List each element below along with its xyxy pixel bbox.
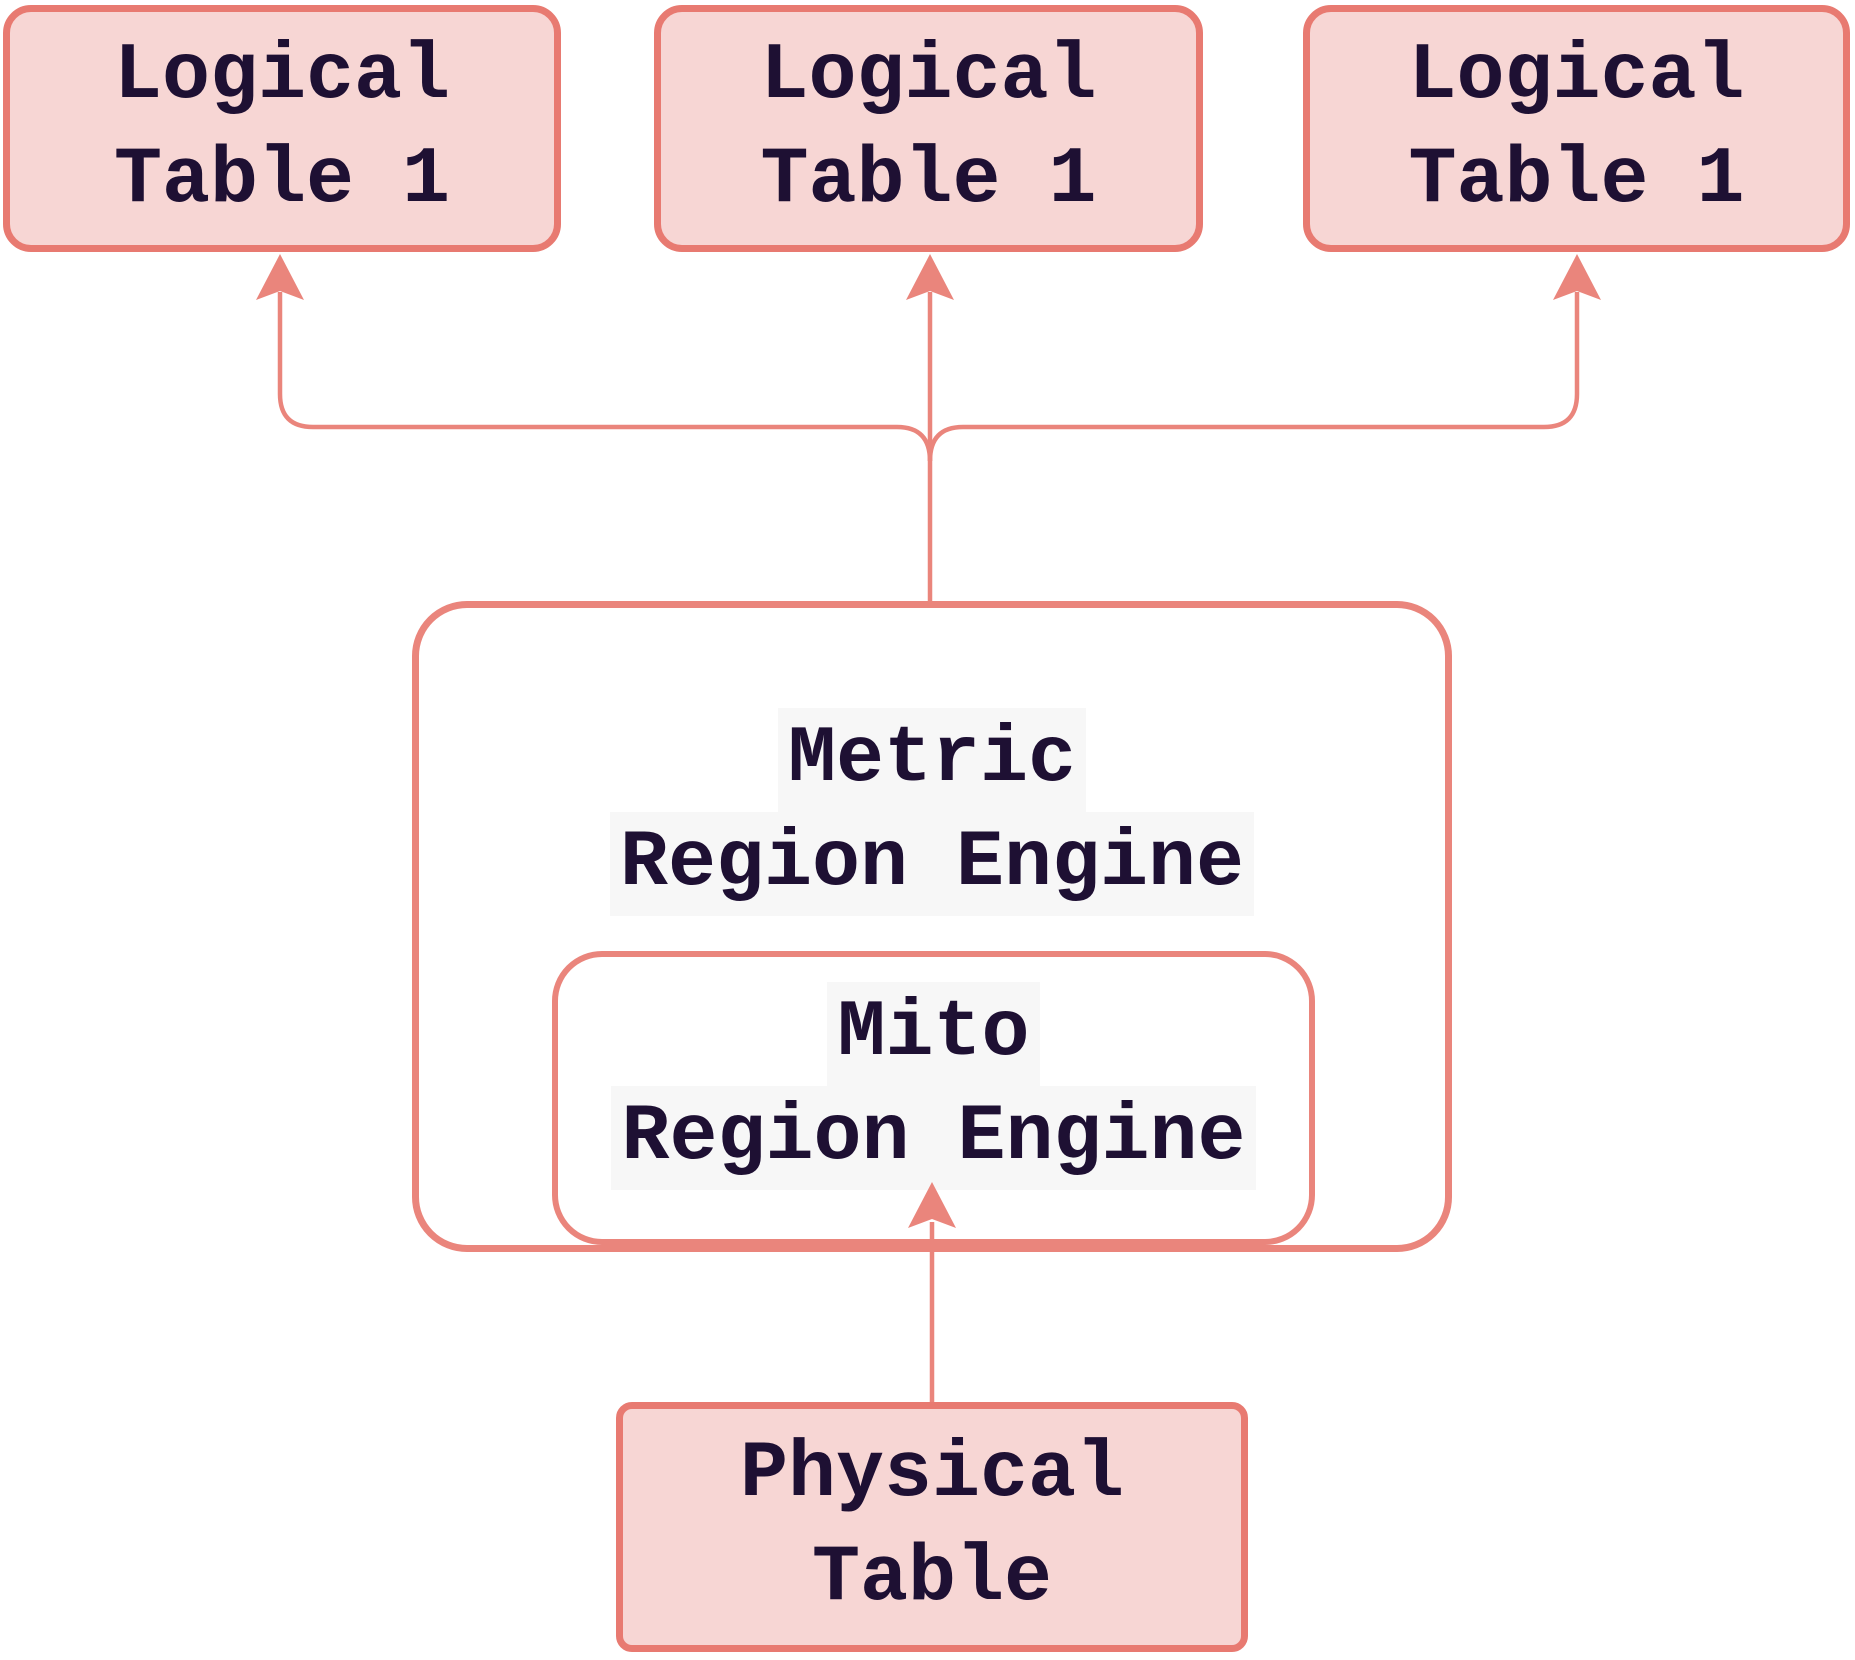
node-label-line: Table 1 bbox=[113, 134, 451, 226]
arrow-metric-to-logical-1 bbox=[256, 254, 933, 462]
node-label-line: Logical bbox=[760, 30, 1097, 122]
node-label-line: Region Engine bbox=[611, 1086, 1256, 1190]
arrow-metric-to-logical-2 bbox=[906, 254, 954, 601]
node-label-line: Physical bbox=[739, 1429, 1125, 1520]
node-label-line: Mito bbox=[827, 982, 1040, 1086]
node-label-line: Table bbox=[811, 1533, 1053, 1624]
node-logical-table-3: Logical Table 1 bbox=[1303, 5, 1850, 252]
node-logical-table-2: Logical Table 1 bbox=[654, 5, 1203, 252]
node-physical-table: Physical Table bbox=[616, 1402, 1248, 1652]
node-label-line: Table 1 bbox=[760, 134, 1097, 226]
node-label-line: Logical bbox=[113, 30, 451, 122]
arrow-metric-to-logical-3 bbox=[927, 254, 1601, 462]
node-label-line: Region Engine bbox=[609, 812, 1255, 916]
node-label-line: Metric bbox=[777, 708, 1087, 812]
node-logical-table-1: Logical Table 1 bbox=[3, 5, 561, 252]
node-label-line: Logical bbox=[1408, 30, 1745, 122]
node-mito-region-engine: Mito Region Engine bbox=[552, 951, 1315, 1245]
node-label-line: Table 1 bbox=[1408, 134, 1745, 226]
